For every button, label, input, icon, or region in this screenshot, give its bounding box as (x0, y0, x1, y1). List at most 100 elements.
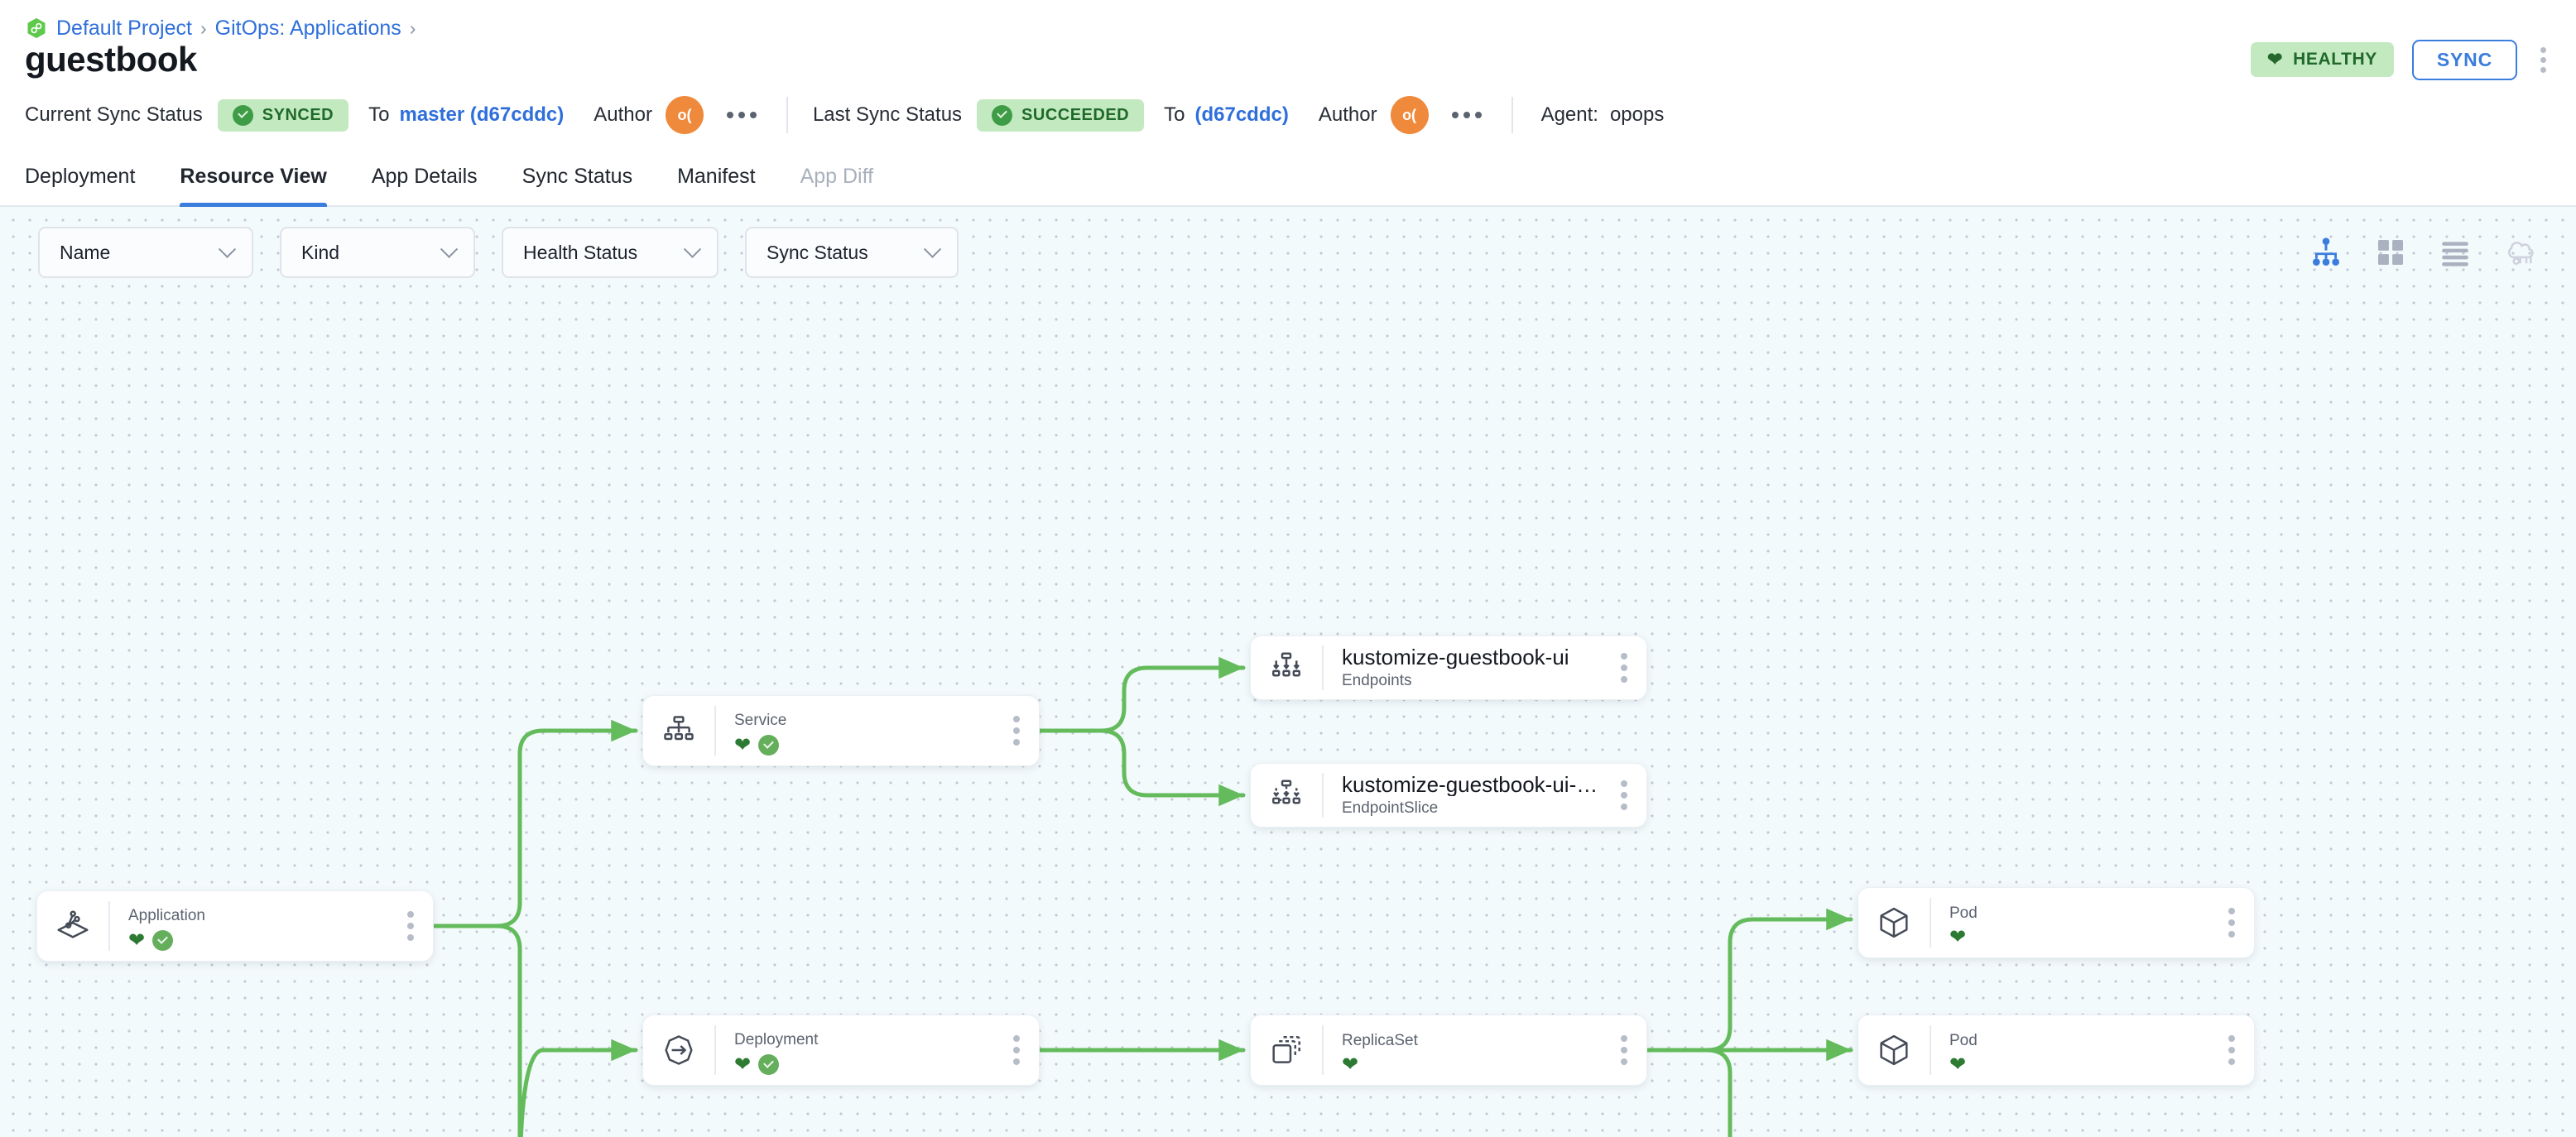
last-author-label: Author (1318, 103, 1377, 126)
avatar[interactable]: o( (665, 96, 704, 134)
list-view-icon[interactable] (2437, 234, 2473, 271)
resource-node-replicaset[interactable]: kustomize-guestbook-ui-…ReplicaSet❤ (1250, 1015, 1647, 1086)
node-kind: Pod (1949, 1032, 1978, 1050)
node-menu-icon[interactable] (994, 716, 1039, 746)
sync-check-icon (152, 930, 174, 952)
title-row: guestbook ❤ HEALTHY SYNC (0, 35, 2576, 83)
node-kind: ReplicaSet (1342, 1032, 1418, 1050)
kebab-menu-icon[interactable] (2535, 42, 2551, 78)
node-body: kustomize-guestbook-uiService ❤ (714, 705, 994, 756)
node-body: guestbookApplication ❤ (108, 900, 388, 952)
tab-sync-status[interactable]: Sync Status (521, 165, 633, 188)
node-title: kustomize-guestbook-ui-… (1342, 772, 1598, 797)
endpoints-icon (1251, 649, 1322, 687)
node-body: kustomize-guestbook-ui-…ReplicaSet❤ (1322, 1024, 1602, 1076)
agent-value: opops (1609, 103, 1665, 126)
last-revision-link[interactable]: (d67cddc) (1194, 103, 1289, 126)
node-title: kustomize-guestbook-ui-… (1342, 1025, 1602, 1029)
check-circle-icon-2 (992, 104, 1013, 126)
current-sync-status-value: SYNCED (262, 105, 334, 124)
resource-node-app[interactable]: guestbookApplication ❤ (36, 890, 434, 962)
node-kind: Application (128, 907, 205, 925)
current-sync-status-label: Current Sync Status (25, 103, 203, 126)
filter-bar: Name Kind Health Status Sync Status (0, 207, 2576, 298)
node-menu-icon[interactable] (388, 911, 433, 941)
current-revision-link[interactable]: master (d67cddc) (399, 103, 565, 126)
node-kind: Service (734, 712, 787, 730)
current-author-more-icon[interactable] (722, 107, 762, 123)
filter-label: Kind (301, 241, 340, 263)
filter-name[interactable]: Name (38, 227, 253, 278)
node-menu-icon[interactable] (1602, 653, 1646, 683)
health-heart-icon: ❤ (1949, 1053, 1967, 1077)
node-menu-icon[interactable] (1602, 1035, 1646, 1065)
tab-app-details[interactable]: App Details (371, 165, 478, 188)
hexagon-logo-icon (25, 17, 48, 40)
avatar-2[interactable]: o( (1390, 96, 1429, 134)
node-body: kustomize-guestbook-ui-… Pod ❤ (1930, 897, 2209, 948)
node-status-badges: ❤ (1949, 928, 2209, 948)
agent-label: Agent: (1540, 103, 1598, 126)
title-actions: ❤ HEALTHY SYNC (2251, 39, 2551, 80)
node-title: kustomize-guestbook-ui (734, 706, 994, 708)
filter-label: Name (60, 241, 111, 263)
health-badge-label: HEALTHY (2293, 50, 2377, 69)
node-status-badges: ❤ (734, 1053, 994, 1076)
node-title: guestbook (128, 901, 388, 904)
node-title: kustomize-guestbook-ui (734, 1025, 994, 1028)
node-body: kustomize-guestbook-uiDeployment ❤ (714, 1024, 994, 1076)
node-title: kustomize-guestbook-ui-… (1949, 898, 2209, 901)
page-title: guestbook (25, 40, 197, 79)
node-menu-icon[interactable] (1602, 780, 1646, 810)
resource-node-pod1[interactable]: kustomize-guestbook-ui-… Pod ❤ (1858, 887, 2255, 958)
filter-label: Health Status (523, 241, 638, 263)
pod-icon (1858, 904, 1930, 942)
filter-health-status[interactable]: Health Status (502, 227, 718, 278)
filter-kind[interactable]: Kind (280, 227, 475, 278)
node-status-badges: ❤ (128, 928, 388, 952)
replicaset-icon (1251, 1031, 1322, 1069)
node-kind: EndpointSlice (1342, 799, 1439, 818)
node-menu-icon[interactable] (2209, 1035, 2254, 1065)
resource-graph-canvas[interactable]: Name Kind Health Status Sync Status (0, 207, 2576, 1137)
network-view-icon[interactable] (2502, 234, 2538, 271)
health-heart-icon: ❤ (1949, 926, 1967, 949)
node-kind: Pod (1949, 904, 1978, 923)
pod-icon (1858, 1031, 1930, 1069)
tab-manifest[interactable]: Manifest (677, 165, 756, 188)
health-heart-icon: ❤ (734, 733, 752, 756)
current-sync-status-badge: SYNCED (217, 98, 349, 132)
sync-check-icon (758, 735, 780, 756)
grid-view-icon[interactable] (2372, 234, 2409, 271)
sync-check-icon (758, 1054, 780, 1076)
filter-sync-status[interactable]: Sync Status (745, 227, 959, 278)
node-menu-icon[interactable] (2209, 908, 2254, 938)
node-kind: Deployment (734, 1031, 819, 1049)
resource-node-pod2[interactable]: kustomize-guestbook-ui-…Pod❤ (1858, 1015, 2255, 1086)
tab-resource-view[interactable]: Resource View (157, 165, 348, 207)
resource-node-deployment[interactable]: kustomize-guestbook-uiDeployment ❤ (642, 1015, 1040, 1086)
breadcrumb-item-gitops-applications[interactable]: GitOps: Applications (214, 16, 401, 40)
health-heart-icon: ❤ (128, 928, 146, 952)
breadcrumb-item-default-project[interactable]: Default Project (56, 16, 192, 40)
status-bar: Current Sync Status SYNCED To master (d6… (0, 83, 2576, 147)
sync-button[interactable]: SYNC (2411, 39, 2517, 80)
service-icon (643, 712, 714, 750)
chevron-down-icon (440, 240, 459, 258)
health-heart-icon: ❤ (734, 1053, 752, 1076)
last-to-label: To (1164, 103, 1185, 126)
current-author-label: Author (594, 103, 652, 126)
breadcrumb: Default Project › GitOps: Applications › (0, 0, 2576, 40)
resource-node-epslice[interactable]: kustomize-guestbook-ui-… EndpointSlice (1250, 763, 1647, 828)
node-menu-icon[interactable] (994, 1035, 1039, 1065)
last-author-more-icon[interactable] (1447, 107, 1487, 123)
resource-node-service[interactable]: kustomize-guestbook-uiService ❤ (642, 695, 1040, 766)
node-kind: Endpoints (1342, 672, 1412, 690)
deployment-icon (643, 1031, 714, 1069)
node-body: kustomize-guestbook-ui-… EndpointSlice (1322, 772, 1602, 818)
tab-deployment[interactable]: Deployment (25, 165, 136, 188)
tree-view-icon[interactable] (2308, 234, 2344, 271)
last-sync-status-label: Last Sync Status (812, 103, 963, 126)
